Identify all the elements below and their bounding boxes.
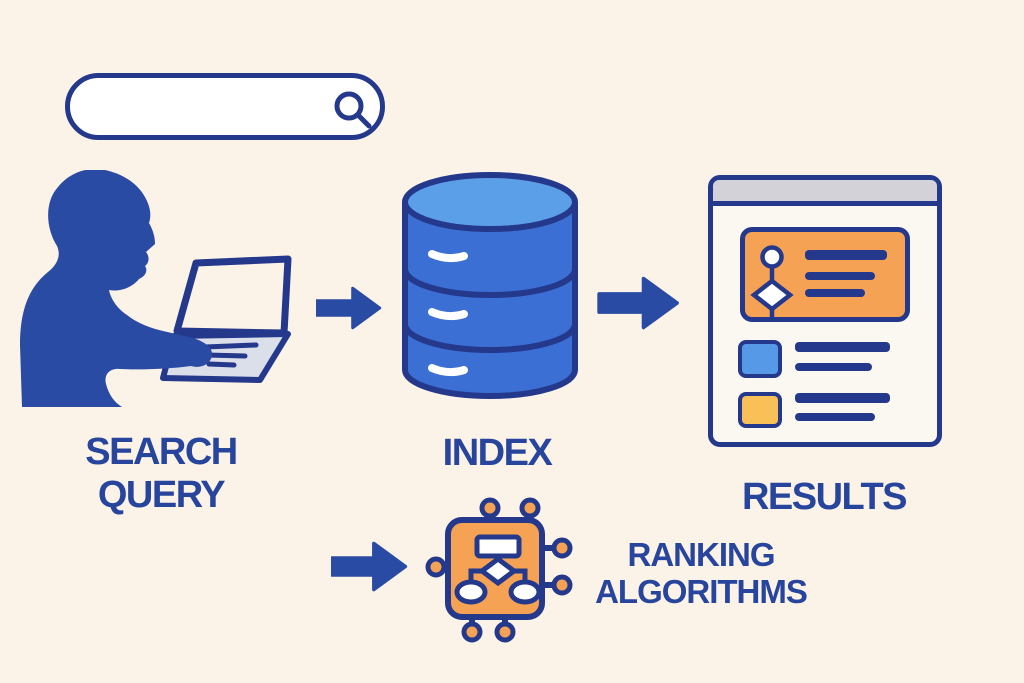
label-results: RESULTS [741, 476, 908, 518]
arrow-right-icon [316, 286, 382, 330]
person-with-laptop-illustration [20, 170, 292, 407]
arrow-right-icon [597, 276, 679, 330]
search-bar [65, 73, 385, 140]
text-line [805, 250, 887, 260]
result-thumbnail-yellow [738, 392, 782, 428]
result-thumbnail-blue [738, 340, 782, 378]
text-line [795, 393, 890, 403]
text-line [795, 342, 890, 352]
results-window-illustration [708, 175, 942, 447]
flowchart-icon [750, 245, 794, 322]
text-line [795, 363, 872, 371]
text-line [805, 272, 875, 280]
text-line [795, 413, 875, 421]
person-silhouette [20, 170, 213, 407]
text-line [805, 289, 865, 297]
label-ranking-line1: RANKING [627, 536, 776, 573]
search-icon [334, 91, 372, 129]
label-ranking-algorithms: RANKING ALGORITHMS [551, 536, 851, 611]
featured-result-card [740, 227, 910, 322]
label-ranking-line2: ALGORITHMS [595, 572, 808, 610]
laptop-screen [173, 255, 292, 337]
label-index: INDEX [442, 432, 553, 474]
chip-icon [425, 497, 573, 643]
label-search-query: SEARCH QUERY [85, 431, 238, 516]
window-titlebar [713, 180, 937, 206]
arrow-right-icon [331, 541, 408, 592]
database-icon [402, 172, 578, 399]
